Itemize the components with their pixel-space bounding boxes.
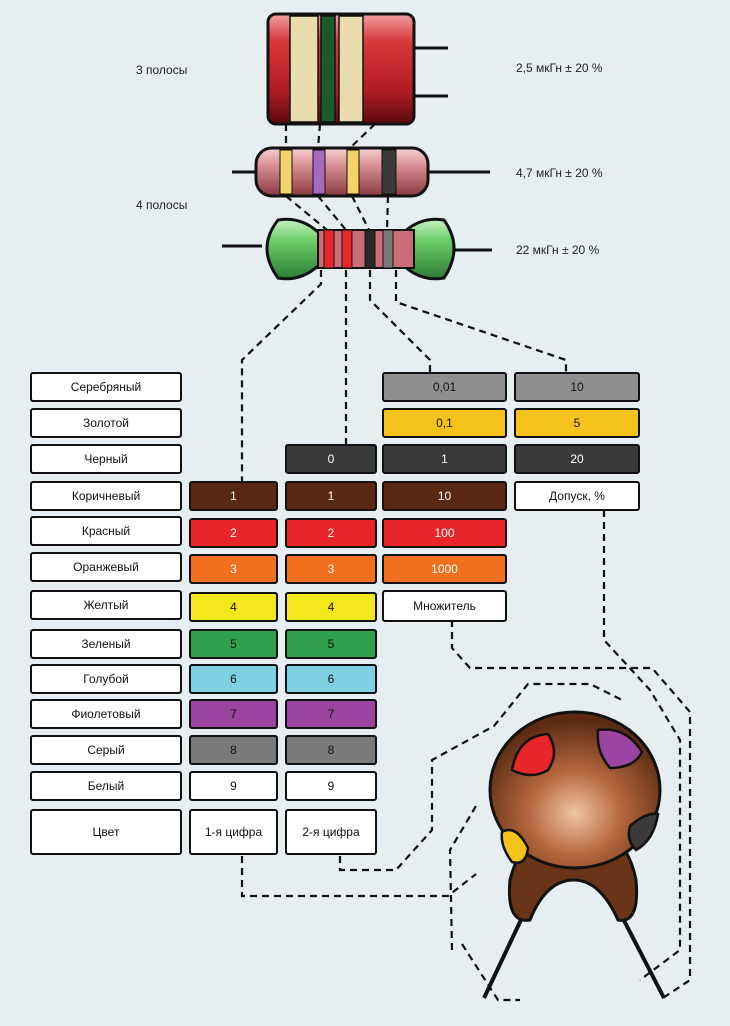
value-label-3: 22 мкГн ± 20 % xyxy=(516,243,600,257)
multiplier-black: 1 xyxy=(382,444,507,474)
digit1-header: 1-я цифра xyxy=(189,809,278,855)
digit2-white: 9 xyxy=(285,771,377,801)
tolerance-black: 20 xyxy=(514,444,640,474)
digit2-violet: 7 xyxy=(285,699,377,729)
digit1-white: 9 xyxy=(189,771,278,801)
leader-lines xyxy=(240,123,692,1002)
label-4band: 4 полосы xyxy=(136,198,188,212)
multiplier-silver: 0,01 xyxy=(382,372,507,402)
multiplier-brown: 10 xyxy=(382,481,507,511)
color-name-silver: Серебряный xyxy=(30,372,182,402)
color-name-blue: Голубой xyxy=(30,664,182,694)
digit2-green: 5 xyxy=(285,629,377,659)
resistor-3band-top xyxy=(266,12,448,126)
color-header: Цвет xyxy=(30,809,182,855)
digit2-red: 2 xyxy=(285,518,377,548)
tolerance-gold: 5 xyxy=(514,408,640,438)
digit1-violet: 7 xyxy=(189,699,278,729)
digit2-orange: 3 xyxy=(285,554,377,584)
digit1-green: 5 xyxy=(189,629,278,659)
resistor-4band-middle xyxy=(232,146,490,198)
color-name-black: Черный xyxy=(30,444,182,474)
digit1-blue: 6 xyxy=(189,664,278,694)
digit1-gray: 8 xyxy=(189,735,278,765)
digit1-yellow: 4 xyxy=(189,592,278,622)
color-name-orange: Оранжевый xyxy=(30,552,182,582)
multiplier-gold: 0,1 xyxy=(382,408,507,438)
digit2-blue: 6 xyxy=(285,664,377,694)
color-name-violet: Фиолетовый xyxy=(30,699,182,729)
digit2-yellow: 4 xyxy=(285,592,377,622)
digit2-brown: 1 xyxy=(285,481,377,511)
digit2-black: 0 xyxy=(285,444,377,474)
digit1-orange: 3 xyxy=(189,554,278,584)
label-3band: 3 полосы xyxy=(136,63,188,77)
color-name-brown: Коричневый xyxy=(30,481,182,511)
tolerance-header: Допуск, % xyxy=(514,481,640,511)
digit2-gray: 8 xyxy=(285,735,377,765)
digit1-red: 2 xyxy=(189,518,278,548)
value-label-2: 4,7 мкГн ± 20 % xyxy=(516,166,603,180)
resistor-4band-green xyxy=(222,217,492,281)
multiplier-red: 100 xyxy=(382,518,507,548)
color-name-yellow: Желтый xyxy=(30,590,182,620)
value-label-1: 2,5 мкГн ± 20 % xyxy=(516,61,603,75)
color-name-gray: Серый xyxy=(30,735,182,765)
color-name-red: Красный xyxy=(30,516,182,546)
digit1-brown: 1 xyxy=(189,481,278,511)
multiplier-header: Множитель xyxy=(382,590,507,622)
disc-component xyxy=(482,710,666,999)
tolerance-silver: 10 xyxy=(514,372,640,402)
color-name-gold: Золотой xyxy=(30,408,182,438)
multiplier-orange: 1000 xyxy=(382,554,507,584)
digit2-header: 2-я цифра xyxy=(285,809,377,855)
color-name-white: Белый xyxy=(30,771,182,801)
color-name-green: Зеленый xyxy=(30,629,182,659)
